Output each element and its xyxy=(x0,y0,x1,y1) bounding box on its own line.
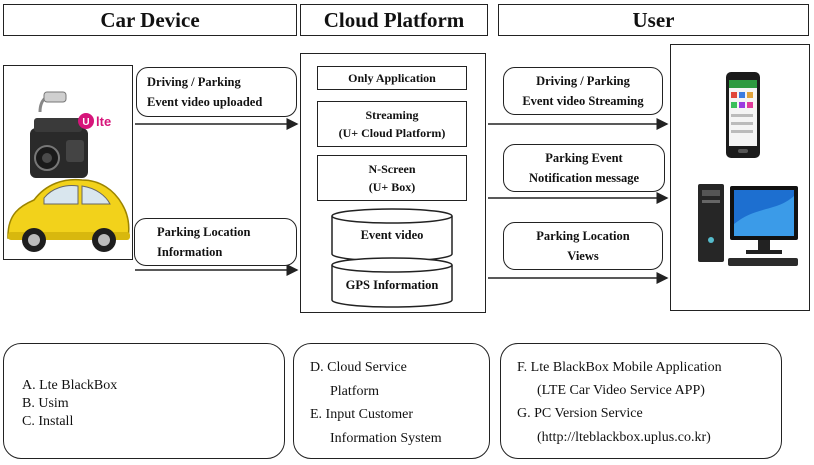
item-g-cont: (http://lteblackbox.uplus.co.kr) xyxy=(537,430,711,445)
event-upload-line-2: Event video uploaded xyxy=(147,95,263,109)
item-b: B. Usim xyxy=(22,396,69,411)
notification-line-2: Notification message xyxy=(528,171,640,185)
location-info-line-1: Parking Location xyxy=(157,225,251,239)
nscreen-box: N-Screen (U+ Box) xyxy=(317,155,467,201)
streaming-sub-label: (U+ Cloud Platform) xyxy=(338,126,446,140)
item-c: C. Install xyxy=(22,414,74,429)
smartphone-icon xyxy=(726,72,760,158)
event-video-upload-box: Driving / Parking Event video uploaded xyxy=(136,67,297,117)
bottom-panel-user-items: F. Lte BlackBox Mobile Application (LTE … xyxy=(500,343,782,459)
views-line-2: Views xyxy=(567,249,599,263)
svg-text:lte: lte xyxy=(96,114,111,129)
event-upload-line-1: Driving / Parking xyxy=(147,75,241,89)
parking-location-info-box: Parking Location Information xyxy=(134,218,297,266)
only-application-box: Only Application xyxy=(317,66,467,90)
streaming-label: Streaming xyxy=(365,108,419,122)
item-g: G. PC Version Service xyxy=(517,406,643,421)
parking-location-views-box: Parking Location Views xyxy=(503,222,663,270)
item-f-cont: (LTE Car Video Service APP) xyxy=(537,383,705,398)
parking-notification-box: Parking Event Notification message xyxy=(503,144,665,192)
header-cloud-platform: Cloud Platform xyxy=(300,4,488,36)
yellow-car-icon xyxy=(7,178,130,252)
event-video-cylinder xyxy=(331,208,453,262)
item-d: D. Cloud Service xyxy=(310,360,407,375)
streaming-line-2: Event video Streaming xyxy=(522,94,644,108)
item-e-cont: Information System xyxy=(330,431,442,446)
header-user: User xyxy=(498,4,809,36)
gps-information-label: GPS Information xyxy=(345,278,439,292)
blackbox-device-icon xyxy=(30,91,88,178)
lte-logo: U lte xyxy=(78,113,111,129)
bottom-panel-car-items: A. Lte BlackBox B. Usim C. Install xyxy=(3,343,285,459)
streaming-line-1: Driving / Parking xyxy=(536,74,630,88)
item-f: F. Lte BlackBox Mobile Application xyxy=(517,360,722,375)
notification-line-1: Parking Event xyxy=(545,151,623,165)
nscreen-sub-label: (U+ Box) xyxy=(368,180,416,194)
gps-cylinder xyxy=(331,257,453,308)
item-d-cont: Platform xyxy=(330,384,379,399)
location-info-line-2: Information xyxy=(157,245,223,259)
streaming-box: Streaming (U+ Cloud Platform) xyxy=(317,101,467,147)
bottom-panel-cloud-items: D. Cloud Service Platform E. Input Custo… xyxy=(293,343,490,459)
header-car-device: Car Device xyxy=(3,4,297,36)
svg-text:U: U xyxy=(82,117,89,128)
item-e: E. Input Customer xyxy=(310,407,414,422)
nscreen-label: N-Screen xyxy=(368,162,416,176)
event-video-streaming-box: Driving / Parking Event video Streaming xyxy=(503,67,663,115)
event-video-label: Event video xyxy=(360,228,424,242)
views-line-1: Parking Location xyxy=(536,229,630,243)
item-a: A. Lte BlackBox xyxy=(22,378,118,393)
desktop-pc-icon xyxy=(698,184,798,266)
only-application-label: Only Application xyxy=(348,71,436,85)
